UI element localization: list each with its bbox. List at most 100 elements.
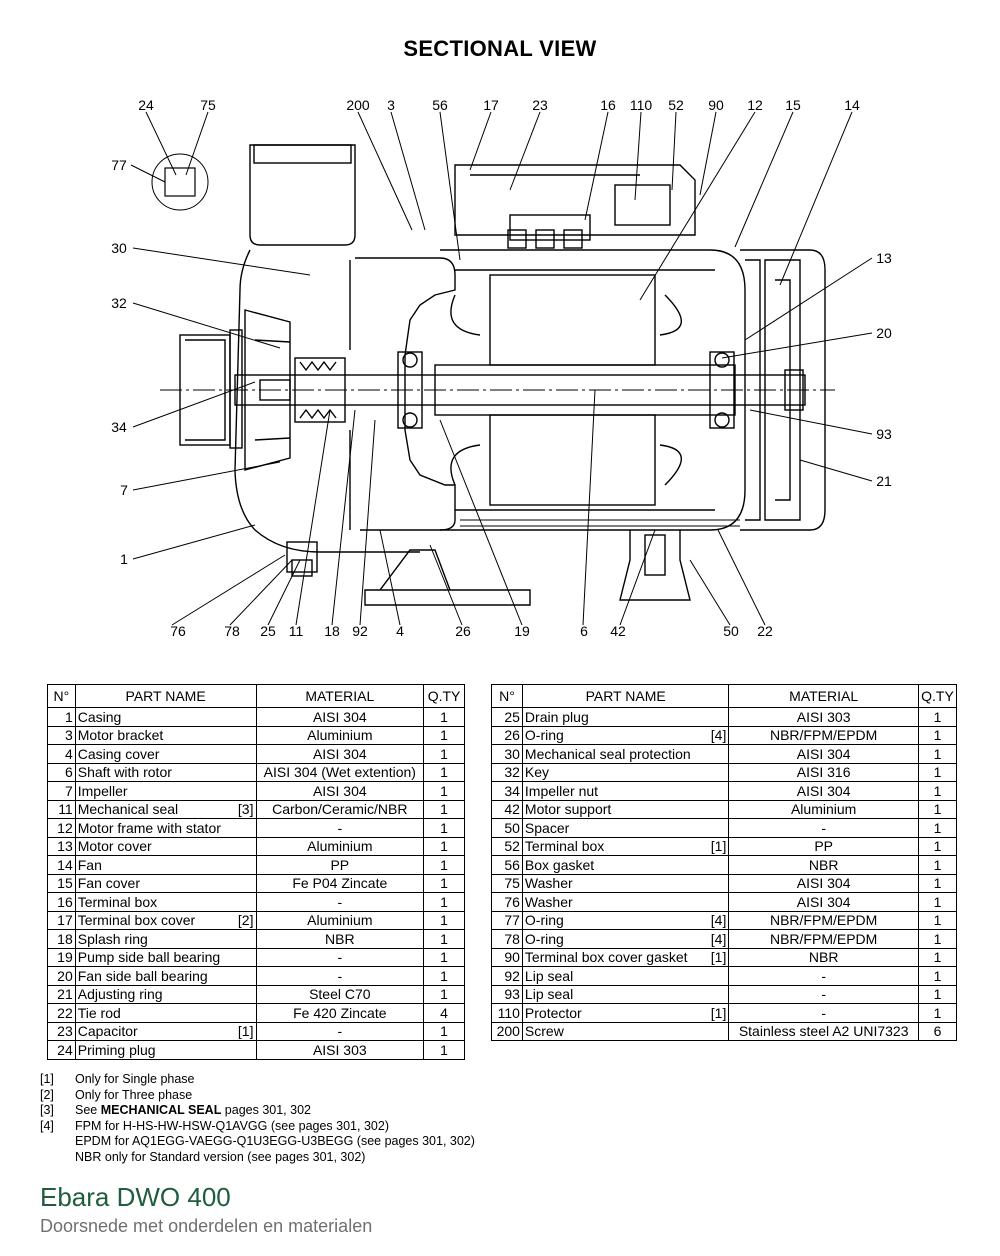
cell-part-name: Impeller [74,781,257,801]
cell-part-name: Drain plug [521,707,730,727]
part-name: Motor frame with stator [77,819,221,836]
cell-no: 16 [47,892,76,912]
cell-no: 21 [47,984,76,1004]
cell-material: AISI 304 [728,781,919,801]
cell-material: - [728,984,919,1004]
part-note: [1] [710,949,727,966]
callout-24: 24 [138,97,154,113]
part-note: [2] [237,912,254,929]
cell-part-name: O-ring[4] [521,910,730,930]
cell-qty: 1 [917,929,958,949]
cell-material: NBR [728,855,919,875]
cell-qty: 1 [917,910,958,930]
cell-material: AISI 304 [728,892,919,912]
callout-7: 7 [120,482,128,498]
cell-no: 13 [47,836,76,856]
cell-qty: 1 [917,966,958,986]
cell-part-name: Splash ring [74,929,257,949]
cell-material: AISI 303 [255,1040,425,1060]
footnote-key: [3] [40,1103,54,1117]
cell-no: 26 [491,725,523,745]
cell-part-name: Mechanical seal protection [521,744,730,764]
cell-material: - [728,818,919,838]
cell-qty: 1 [917,725,958,745]
footnote-text: FPM for H-HS-HW-HSW-Q1AVGG (see pages 30… [75,1119,475,1166]
cell-no: 1 [47,707,76,727]
callout-4: 4 [396,623,404,639]
cell-qty: 1 [423,707,465,727]
cell-part-name: Lip seal [521,966,730,986]
cell-qty: 1 [423,781,465,801]
cell-part-name: Shaft with rotor [74,762,257,782]
callout-76: 76 [170,623,186,639]
cell-part-name: Terminal box cover gasket [1] [521,947,730,967]
callout-92: 92 [352,623,368,639]
cell-part-name: Motor frame with stator [74,818,257,838]
cell-part-name: Fan cover [74,873,257,893]
cell-qty: 1 [423,947,465,967]
part-name: Protector [524,1004,582,1021]
cell-qty: 1 [917,781,958,801]
callout-23: 23 [532,97,548,113]
cell-qty: 1 [423,762,465,782]
part-name: Lip seal [524,986,574,1003]
part-name: Terminal box cover [77,912,196,929]
cell-no: 52 [491,836,523,856]
cell-qty: 1 [423,873,465,893]
cell-material: - [255,1021,425,1041]
header-no: N° [47,684,76,708]
callout-77: 77 [111,157,127,173]
part-name: Adjusting ring [77,986,163,1003]
footnote-bold: MECHANICAL SEAL [100,1103,222,1117]
cell-no: 25 [491,707,523,727]
part-note: [1] [237,1023,254,1040]
cell-qty: 1 [917,855,958,875]
cell-no: 18 [47,929,76,949]
cell-qty: 1 [917,873,958,893]
cell-no: 76 [491,892,523,912]
callout-22: 22 [757,623,773,639]
part-name: Screw [524,1023,564,1040]
cell-part-name: Fan [74,855,257,875]
callout-50: 50 [723,623,739,639]
cell-no: 110 [491,1003,523,1023]
part-name: Fan [77,856,102,873]
callout-15: 15 [785,97,801,113]
product-title: Ebara DWO 400 [40,1182,231,1212]
cell-material: PP [728,836,919,856]
part-name: Terminal box cover gasket [524,949,688,966]
part-name: Fan cover [77,875,140,892]
footnote-1: [1] Only for Single phase [40,1072,475,1088]
cell-part-name: Lip seal [521,984,730,1004]
footnote-2: [2] Only for Three phase [40,1088,475,1104]
callout-11: 11 [289,623,304,639]
cell-material: - [255,818,425,838]
product-subtitle: Doorsnede met onderdelen en materialen [40,1216,373,1236]
cell-part-name: Washer [521,892,730,912]
callout-3: 3 [387,97,395,113]
part-name: Motor bracket [77,727,164,744]
header-qty: Q.TY [423,684,465,708]
cell-part-name: Terminal box cover [2] [74,910,257,930]
cell-no: 90 [491,947,523,967]
part-name: Terminal box [77,893,158,910]
cell-qty: 1 [423,836,465,856]
footnote-text: See MECHANICAL SEAL pages 301, 302 [75,1103,311,1119]
